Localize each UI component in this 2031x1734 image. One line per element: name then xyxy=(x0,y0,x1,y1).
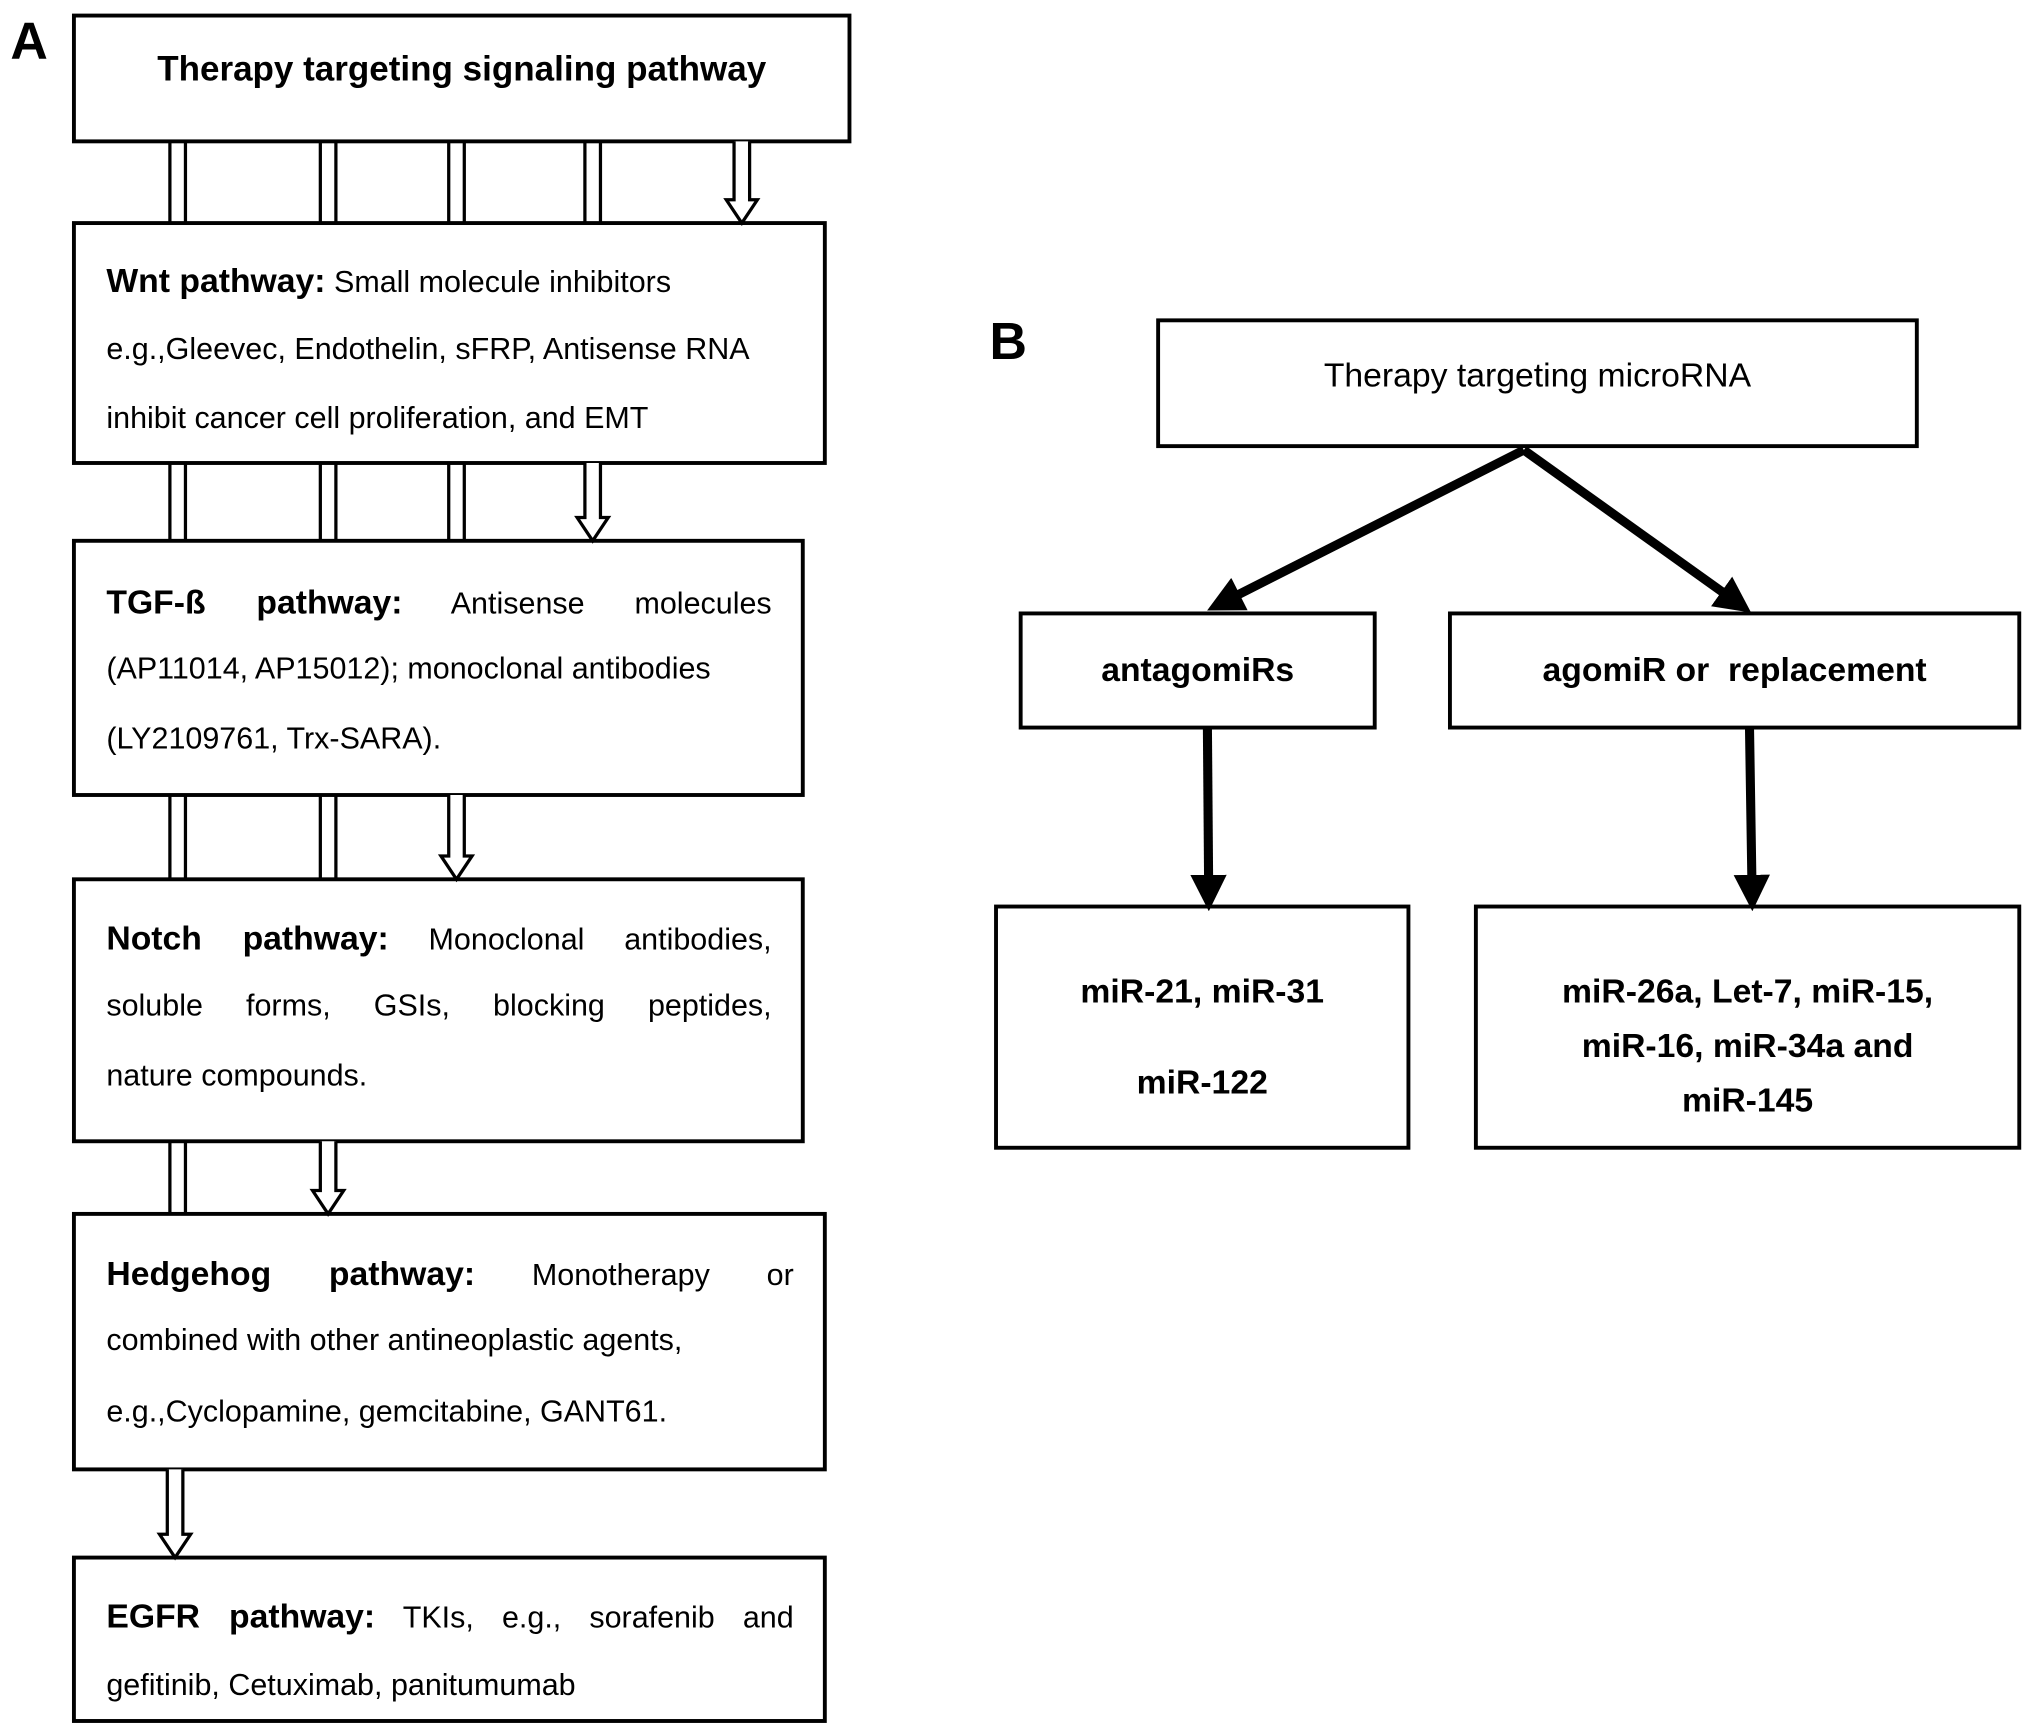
tgf-line-2: (AP11014, AP15012); monoclonal antibodie… xyxy=(106,651,711,685)
egfr-line-2: gefitinib, Cetuximab, panitumumab xyxy=(106,1667,576,1702)
hedgehog-box xyxy=(71,1211,827,1472)
arrow-to-antagomirs xyxy=(1207,445,1526,611)
antagomirs-label: antagomiRs xyxy=(1101,649,1295,689)
pathway-double-line xyxy=(168,462,188,541)
hedgehog-line-1: Hedgehog pathway: Monotherapy or xyxy=(106,1257,793,1291)
tgf-heading: TGF-ß pathway: xyxy=(106,582,403,622)
root-box-a xyxy=(71,13,852,144)
wnt-text-1: Small molecule inhibitors xyxy=(333,264,672,299)
panel-label-a: A xyxy=(10,12,48,71)
wnt-heading: Wnt pathway: xyxy=(106,260,326,300)
egfr-box xyxy=(71,1555,827,1723)
notch-line-1: Notch pathway: Monoclonal antibodies, xyxy=(106,921,771,955)
pathway-double-line xyxy=(318,462,338,541)
panel-label-b: B xyxy=(989,313,1028,371)
pathway-double-line xyxy=(447,462,466,541)
notch-box xyxy=(71,877,805,1144)
antagomir-targets-box xyxy=(994,904,1411,1150)
antagomirs-box xyxy=(1018,611,1377,730)
arrow-to-agomir-targets xyxy=(1733,728,1770,912)
pathway-double-line xyxy=(318,794,338,880)
agomir-box xyxy=(1447,611,2022,730)
antagomir-target-line-1: miR-21, miR-31 xyxy=(1080,971,1325,1011)
pathway-double-line xyxy=(583,141,603,224)
egfr-text-1: TKIs, e.g., sorafenib and xyxy=(402,1600,794,1635)
pathway-double-line xyxy=(168,794,188,880)
arrow-to-agomir xyxy=(1521,446,1752,613)
hedgehog-text-1: Monotherapy or xyxy=(531,1257,794,1292)
pathway-hollow-arrow xyxy=(723,141,761,226)
pathway-hollow-arrow xyxy=(309,1141,347,1217)
agomir-target-line-1: miR-26a, Let-7, miR-15, xyxy=(1562,971,1934,1011)
agomir-target-line-2: miR-16, miR-34a and xyxy=(1581,1025,1914,1065)
wnt-box xyxy=(71,221,827,465)
wnt-line-3: inhibit cancer cell proliferation, and E… xyxy=(106,400,649,435)
tgf-line-1: TGF-ß pathway: Antisense molecules xyxy=(106,585,771,619)
pathway-double-line xyxy=(447,141,466,224)
agomir-target-line-3: miR-145 xyxy=(1681,1080,1814,1120)
egfr-heading: EGFR pathway: xyxy=(106,1596,376,1636)
hedgehog-line-3: e.g.,Cyclopamine, gemcitabine, GANT61. xyxy=(106,1394,668,1428)
notch-text-1: Monoclonal antibodies, xyxy=(428,922,772,956)
root-box-b xyxy=(1156,318,1919,449)
tgf-box xyxy=(71,538,805,797)
notch-heading: Notch pathway: xyxy=(106,918,389,958)
pathway-double-line xyxy=(168,141,188,224)
hedgehog-line-2: combined with other antineoplastic agent… xyxy=(106,1322,683,1357)
egfr-line-1: EGFR pathway: TKIs, e.g., sorafenib and xyxy=(106,1599,793,1633)
hedgehog-heading: Hedgehog pathway: xyxy=(106,1254,476,1294)
wnt-line-2: e.g.,Gleevec, Endothelin, sFRP, Antisens… xyxy=(106,332,750,366)
tgf-line-3: (LY2109761, Trx-SARA). xyxy=(106,721,442,755)
wnt-line-1: Wnt pathway: Small molecule inhibitors xyxy=(106,263,671,297)
pathway-hollow-arrow xyxy=(574,462,612,544)
agomir-label: agomiR or replacement xyxy=(1542,649,1927,689)
pathway-connectors xyxy=(156,141,761,1561)
notch-line-3: nature compounds. xyxy=(106,1058,368,1092)
root-title-a: Therapy targeting signaling pathway xyxy=(157,49,767,89)
pathway-hollow-arrow xyxy=(156,1469,194,1561)
tgf-text-1: Antisense molecules xyxy=(450,586,772,620)
arrow-to-antagomir-targets xyxy=(1190,728,1227,912)
notch-line-2: soluble forms, GSIs, blocking peptides, xyxy=(106,988,772,1022)
antagomir-target-line-2: miR-122 xyxy=(1136,1062,1268,1102)
root-title-b: Therapy targeting microRNA xyxy=(1323,355,1752,395)
pathway-double-line xyxy=(318,141,338,224)
agomir-targets-box xyxy=(1473,904,2022,1150)
pathway-hollow-arrow xyxy=(437,794,476,883)
pathway-double-line xyxy=(168,1141,188,1214)
